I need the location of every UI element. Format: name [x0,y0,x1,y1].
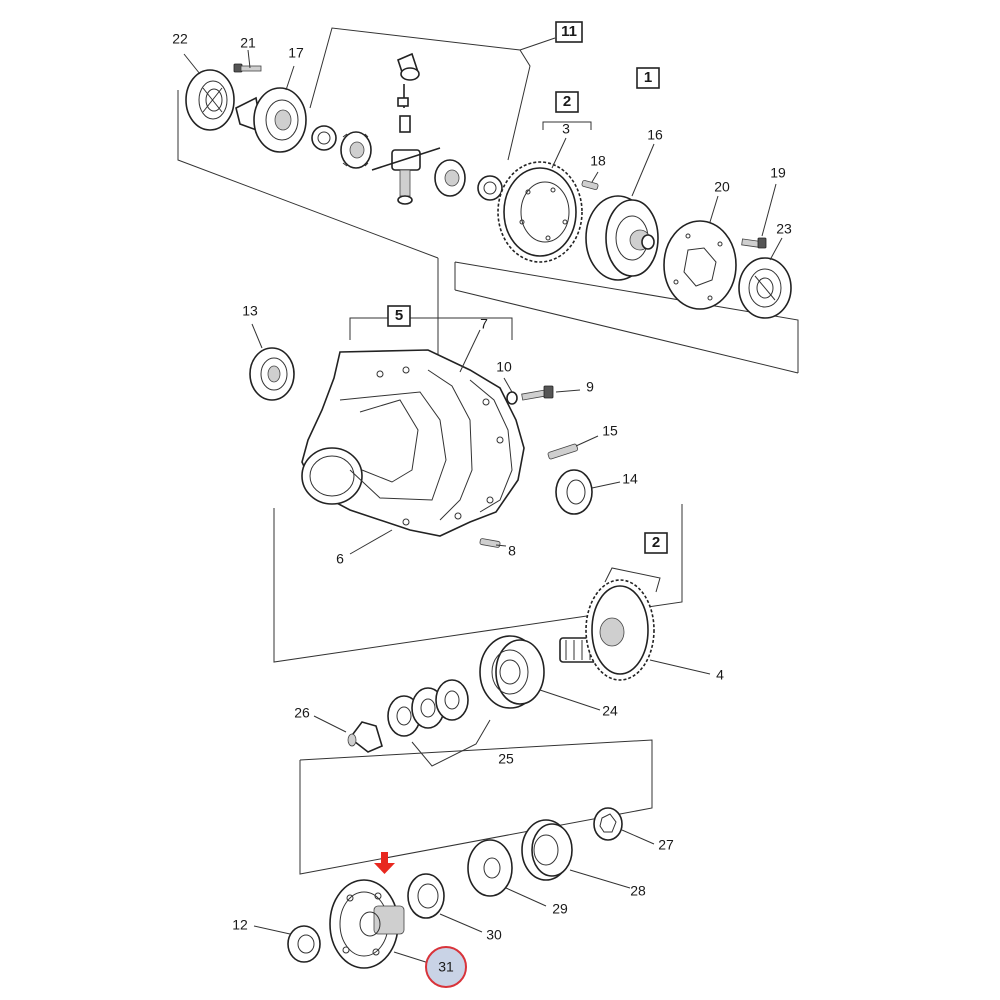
group-box-2-top: 2 [542,91,592,130]
part-25-shims [387,679,491,767]
part-19-bolt [741,237,767,249]
part-26-spacer [347,721,383,753]
part-16-differential-case [585,195,659,281]
label-part-30: 30 [486,927,502,943]
part-28-bearing [521,819,573,881]
label-part-16: 16 [647,127,663,143]
part-14-seal [555,469,593,515]
label-part-28: 28 [630,883,646,899]
group-box-1: 1 [636,67,660,89]
label-part-20: 20 [714,179,730,195]
group-box-5: 5 [387,305,411,327]
group-box-11-label: 11 [561,23,577,40]
group-box-5-label: 5 [395,307,403,324]
part-18-pin [581,180,599,190]
highlight-arrow-down-icon [374,852,395,874]
part-6-housing [301,349,525,537]
group-box-11: 11 [555,21,583,43]
part-side-gear-left [340,131,372,169]
part-8-dowel [479,538,501,548]
label-part-13: 13 [242,303,258,319]
group-box-2-middle-label: 2 [652,534,660,551]
part-9-bolt [521,385,554,401]
part-15-stud [547,443,579,460]
part-22-bearing [185,69,235,131]
label-part-27: 27 [658,837,674,853]
part-12-nut [287,925,321,963]
part-side-gear-right [434,159,466,197]
leader-lines [183,49,783,965]
part-30-seal [407,873,445,919]
part-20-plate [663,220,737,310]
label-part-31: 31 [438,959,454,975]
label-part-12: 12 [232,917,248,933]
bottom-assembly-frame [299,739,653,875]
part-washer-left [311,125,337,151]
label-part-9: 9 [586,379,594,395]
label-part-4: 4 [716,667,724,683]
part-4-pinion-gear [559,579,655,681]
label-part-6: 6 [336,551,344,567]
label-part-26: 26 [294,705,310,721]
label-part-25: 25 [498,751,514,767]
part-17-side-housing [235,87,307,153]
part-29-washer [467,839,513,897]
label-part-17: 17 [288,45,304,61]
label-part-7: 7 [480,316,488,332]
group-box-1-label: 1 [644,69,652,86]
part-spider-pinion-gears [371,52,441,205]
label-part-23: 23 [776,221,792,237]
part-23-bearing [738,257,792,319]
part-24-bearing [479,635,545,709]
top-assembly-frame [177,27,799,374]
label-part-3: 3 [562,121,570,137]
highlighted-part-31-callout[interactable]: 31 [425,946,467,988]
part-13-bearing [249,347,295,401]
label-part-10: 10 [496,359,512,375]
label-part-24: 24 [602,703,618,719]
part-27-nut [593,807,623,841]
label-part-15: 15 [602,423,618,439]
label-part-29: 29 [552,901,568,917]
group-box-2-top-label: 2 [563,93,571,110]
part-10-washer [506,391,518,405]
label-part-22: 22 [172,31,188,47]
label-part-8: 8 [508,543,516,559]
part-31-flange [329,879,405,969]
part-washer-right [477,175,503,201]
label-part-14: 14 [622,471,638,487]
group-box-2-middle: 2 [604,532,668,593]
part-number-labels: 22 21 17 3 18 16 20 19 23 13 7 10 9 15 1… [172,31,792,943]
part-21-bolt [233,63,262,73]
part-3-ring-gear [497,161,583,263]
label-part-18: 18 [590,153,606,169]
label-part-21: 21 [240,35,256,51]
label-part-19: 19 [770,165,786,181]
